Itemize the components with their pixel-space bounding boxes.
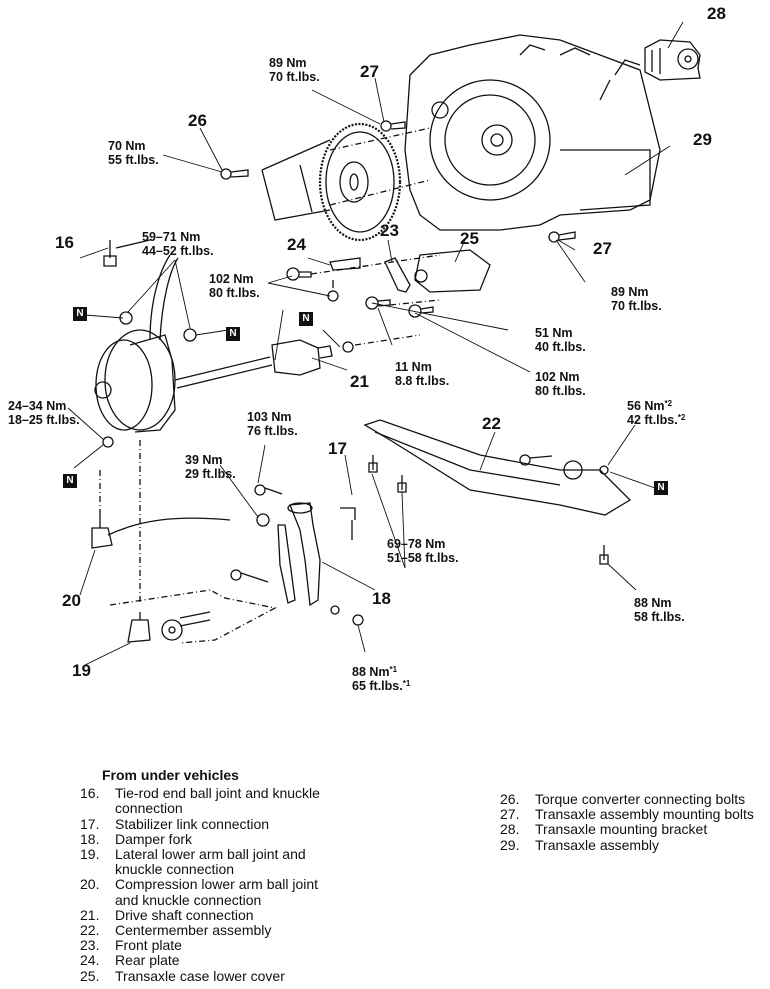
part-number-29: 29 [693,130,712,149]
mounting-bracket-drawing [644,39,701,81]
lower-arm-drawing [91,440,277,644]
legend-item-text: Transaxle mounting bracket [535,821,708,838]
legend-item: 23. Front plate [80,938,400,953]
legend-item-text: Lateral lower arm ball joint and [115,846,306,863]
legend-item-continuation: connection [115,800,183,817]
legend-item: 29. Transaxle assembly [500,836,770,853]
part-number-20: 20 [62,591,81,610]
legend-item-text: Centermember assembly [115,922,272,939]
legend-item-number: 28. [500,821,520,838]
part-number-16: 16 [55,233,74,252]
drive-plate-drawing [261,122,431,242]
legend-item-number: 21. [80,906,100,923]
legend-item-text: Damper fork [115,830,193,847]
drive-shaft-drawing [174,334,421,389]
legend-item-text: Stabilizer link connection [115,815,270,832]
legend-item-text: Tie-rod end ball joint and knuckle [115,785,320,802]
part-number-28: 28 [707,4,726,23]
legend-item-text: Torque converter connecting bolts [535,791,746,807]
legend-item-number: 19. [80,846,100,863]
centermember-drawing [363,419,632,565]
part-number-18: 18 [372,589,391,608]
legend-item-text: Front plate [115,937,182,954]
part-number-27-right: 27 [593,239,612,258]
legend-item: 24. Rear plate [80,953,400,968]
leader-lines [67,21,684,666]
legend-item: 17. Stabilizer link connection [80,815,400,832]
legend-item: 22. Centermember assembly [80,922,400,939]
new-part-marker: N [299,312,313,326]
new-part-marker: N [654,481,668,495]
new-part-marker: N [63,474,77,488]
part-number-17: 17 [328,439,347,458]
legend-item-text: Transaxle assembly [535,836,659,853]
part-number-19: 19 [72,661,91,680]
legend-item-number: 29. [500,836,520,853]
legend-right: 26. Torque converter connecting bolts 27. T… [500,791,770,853]
torque-label-56nm: 56 Nm*2 42 ft.lbs.*2 [627,399,686,427]
legend-item: 28. Transaxle mounting bracket [500,822,770,837]
legend-item-number: 25. [80,967,100,984]
legend-heading: From under vehicles [102,767,239,783]
legend-item-text: Transaxle assembly mounting bolts [535,806,754,823]
bolts-drawing [220,120,576,243]
legend-item: 25. Transaxle case lower cover [80,967,400,984]
part-number-25: 25 [460,229,479,248]
legend-item-number: 24. [80,952,100,969]
legend-item: 18. Damper fork [80,830,400,847]
legend-item-number: 26. [500,791,520,807]
legend-item-continuation: and knuckle connection [115,891,262,908]
new-part-marker: N [73,307,87,321]
legend-item-number: 20. [80,876,100,893]
transaxle-assembly-drawing [404,34,661,231]
legend-left: From under vehicles 16. Tie-rod end ball … [80,767,400,984]
legend-item: 21. Drive shaft connection [80,906,400,923]
legend-item-number: 17. [80,815,100,832]
new-part-marker: N [226,327,240,341]
legend-item-number: 18. [80,830,100,847]
legend-item-text: Compression lower arm ball joint [115,876,319,893]
part-number-27-top: 27 [360,62,379,81]
legend-item: 27. Transaxle assembly mounting bolts [500,807,770,822]
part-number-24: 24 [287,235,306,254]
part-number-21: 21 [350,372,369,391]
legend-item-number: 27. [500,806,520,823]
legend-item-text: Transaxle case lower cover [115,967,285,984]
torque-label-88nm-bottom: 88 Nm*1 65 ft.lbs.*1 [352,665,411,693]
legend-item-number: 23. [80,937,100,954]
legend-item: 26. Torque converter connecting bolts [500,791,770,807]
legend-item-text: Rear plate [115,952,180,969]
legend-item-text: Drive shaft connection [115,906,254,923]
part-number-22: 22 [482,414,501,433]
knuckle-hub-drawing [94,239,197,448]
part-number-26: 26 [188,111,207,130]
legend-item-number: 22. [80,922,100,939]
legend-item-number: 16. [80,785,100,802]
damper-fork-drawing [230,484,364,626]
plates-drawing [286,249,491,318]
legend-item-continuation: knuckle connection [115,861,235,878]
part-number-23: 23 [380,221,399,240]
